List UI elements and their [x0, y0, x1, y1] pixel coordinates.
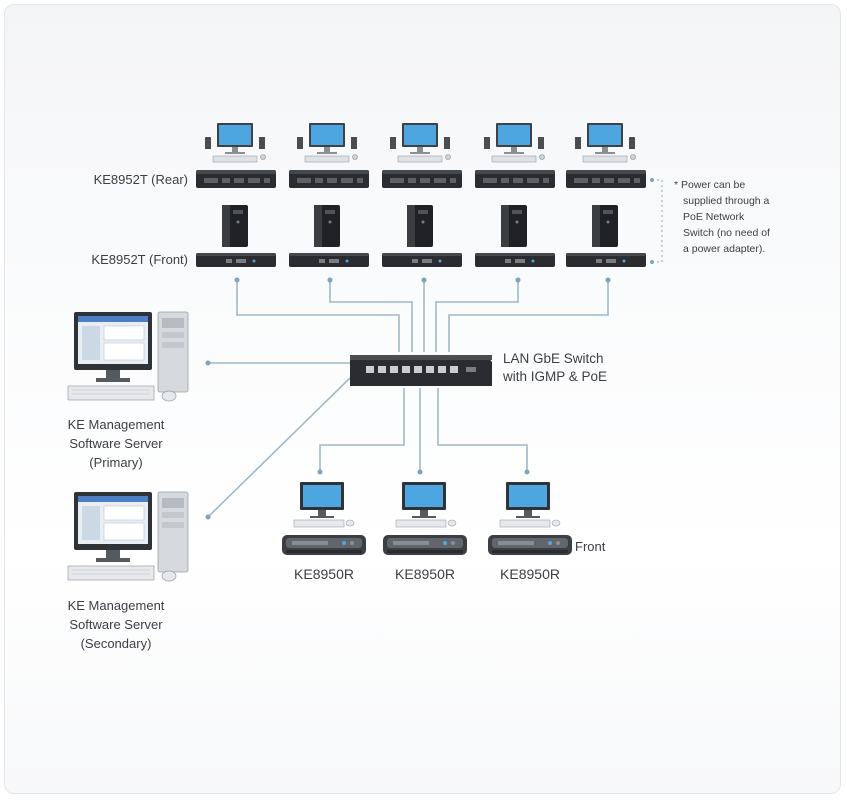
network-switch-icon [350, 355, 492, 386]
monitor-icon [293, 481, 355, 528]
server-primary-line: (Primary) [89, 455, 142, 470]
monitor-icon [395, 481, 457, 528]
desktop-pc-icon [296, 122, 358, 163]
server-secondary-line: KE Management [68, 598, 165, 613]
cable-rx3 [437, 388, 528, 470]
transmitter-front-unit [382, 253, 462, 267]
transmitter-front-unit [475, 253, 555, 267]
desktop-pc-icon [483, 122, 545, 163]
cable-tx2 [329, 279, 413, 352]
tower-server-icon [222, 205, 248, 247]
server-primary-line: KE Management [68, 417, 165, 432]
receiver-unit [383, 535, 467, 555]
label-receiver: KE8950R [500, 566, 560, 582]
server-computer-icon [67, 311, 189, 402]
label-tx-front: KE8952T (Front) [91, 252, 188, 267]
server-secondary-line: (Secondary) [81, 636, 152, 651]
server-primary-line: Software Server [69, 436, 163, 451]
label-tx-rear: KE8952T (Rear) [94, 172, 188, 187]
cable-lines [207, 279, 609, 518]
receiver-unit [282, 535, 366, 555]
poe-note-line: supplied through a [683, 195, 770, 207]
transmitter-rear-unit [289, 170, 369, 188]
label-server-primary: KE Management Software Server (Primary) [68, 417, 165, 470]
tower-server-icon [501, 205, 527, 247]
cable-endpoints [205, 277, 611, 520]
receiver-unit [488, 535, 572, 555]
transmitter-rear-unit [566, 170, 646, 188]
cable-secondary-server [207, 377, 351, 518]
poe-note-line: * Power can be [674, 179, 745, 191]
label-receiver: KE8950R [294, 566, 354, 582]
tower-server-icon [592, 205, 618, 247]
poe-note: * Power can be supplied through a PoE Ne… [674, 179, 770, 255]
cable-tx5 [448, 279, 609, 352]
poe-note-line: a power adapter). [683, 243, 765, 255]
cable-rx1 [319, 388, 405, 470]
transmitter-front-unit [289, 253, 369, 267]
monitor-icon [499, 481, 561, 528]
server-secondary-line: Software Server [69, 617, 163, 632]
desktop-pc-icon [574, 122, 636, 163]
poe-bracket-dot-bottom [650, 260, 654, 264]
transmitter-rear-unit [382, 170, 462, 188]
desktop-pc-icon [389, 122, 451, 163]
tower-server-icon [407, 205, 433, 247]
tower-server-icon [314, 205, 340, 247]
label-receiver: KE8950R [395, 566, 455, 582]
poe-bracket-dot-top [650, 178, 654, 182]
label-switch-line1: LAN GbE Switch [503, 351, 604, 366]
label-switch-line2: with IGMP & PoE [502, 369, 607, 384]
cable-tx4 [435, 279, 519, 352]
poe-bracket [652, 179, 663, 263]
transmitter-rear-unit [196, 170, 276, 188]
label-server-secondary: KE Management Software Server (Secondary… [68, 598, 165, 651]
cable-tx1 [236, 279, 400, 352]
poe-note-line: Switch (no need of [683, 227, 770, 239]
transmitter-front-unit [196, 253, 276, 267]
desktop-pc-icon [204, 122, 266, 163]
poe-note-line: PoE Network [683, 211, 745, 223]
transmitter-front-unit [566, 253, 646, 267]
transmitter-rear-unit [475, 170, 555, 188]
label-receiver-front: Front [575, 539, 606, 554]
server-computer-icon [67, 491, 189, 582]
